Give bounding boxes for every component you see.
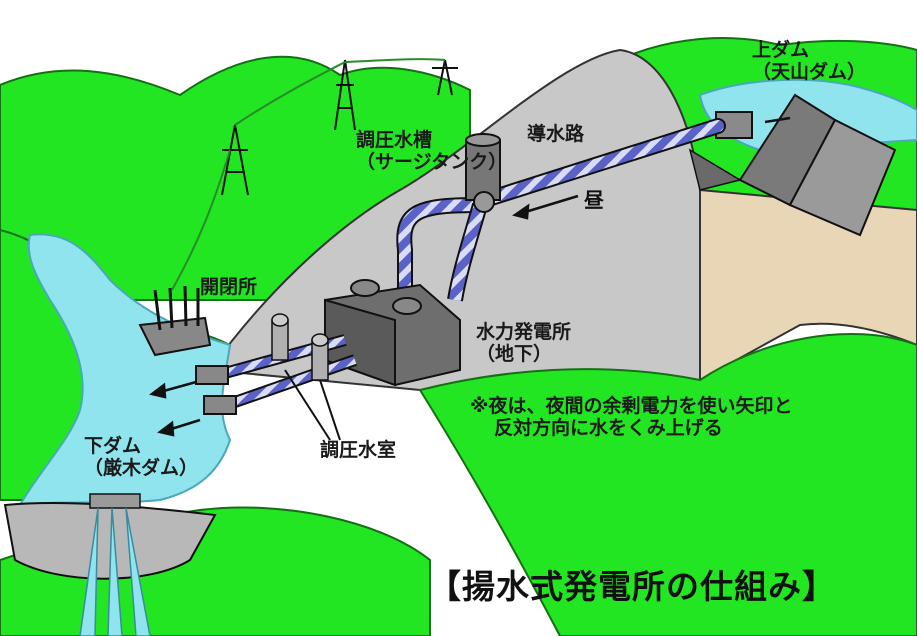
flow-arrows: [149, 116, 791, 437]
surge-chambers: [271, 313, 341, 441]
upper-dam-label: 上ダム （天山ダム）: [752, 39, 867, 83]
daytime-flow-label: 昼: [584, 188, 604, 212]
headrace-label: 導水路: [527, 123, 585, 145]
lower-dam-label: 下ダム （厳木ダム）: [84, 435, 199, 479]
transmission-towers: [171, 58, 458, 291]
surge-tank-label: 調圧水槽 （サージタンク）: [356, 129, 508, 173]
lower-reservoir-water: [18, 233, 232, 507]
night-pumping-note: ※夜は、夜間の余剰電力を使い矢印と 反対方向に水をくみ上げる: [470, 395, 793, 439]
diagram-title: 【揚水式発電所の仕組み】: [428, 567, 836, 606]
surge-tank-structure: [465, 133, 501, 213]
lower-dam-structure: [3, 493, 217, 636]
upper-dam-structure: [688, 93, 897, 237]
headrace-pipe: [396, 118, 726, 302]
switchyard-structure: [138, 285, 212, 357]
mountain-front-right: [418, 332, 917, 636]
power-station-label: 水力発電所 （地下）: [476, 321, 572, 365]
surge-chamber-label: 調圧水室: [320, 439, 397, 461]
switchyard-label: 開閉所: [200, 276, 258, 298]
